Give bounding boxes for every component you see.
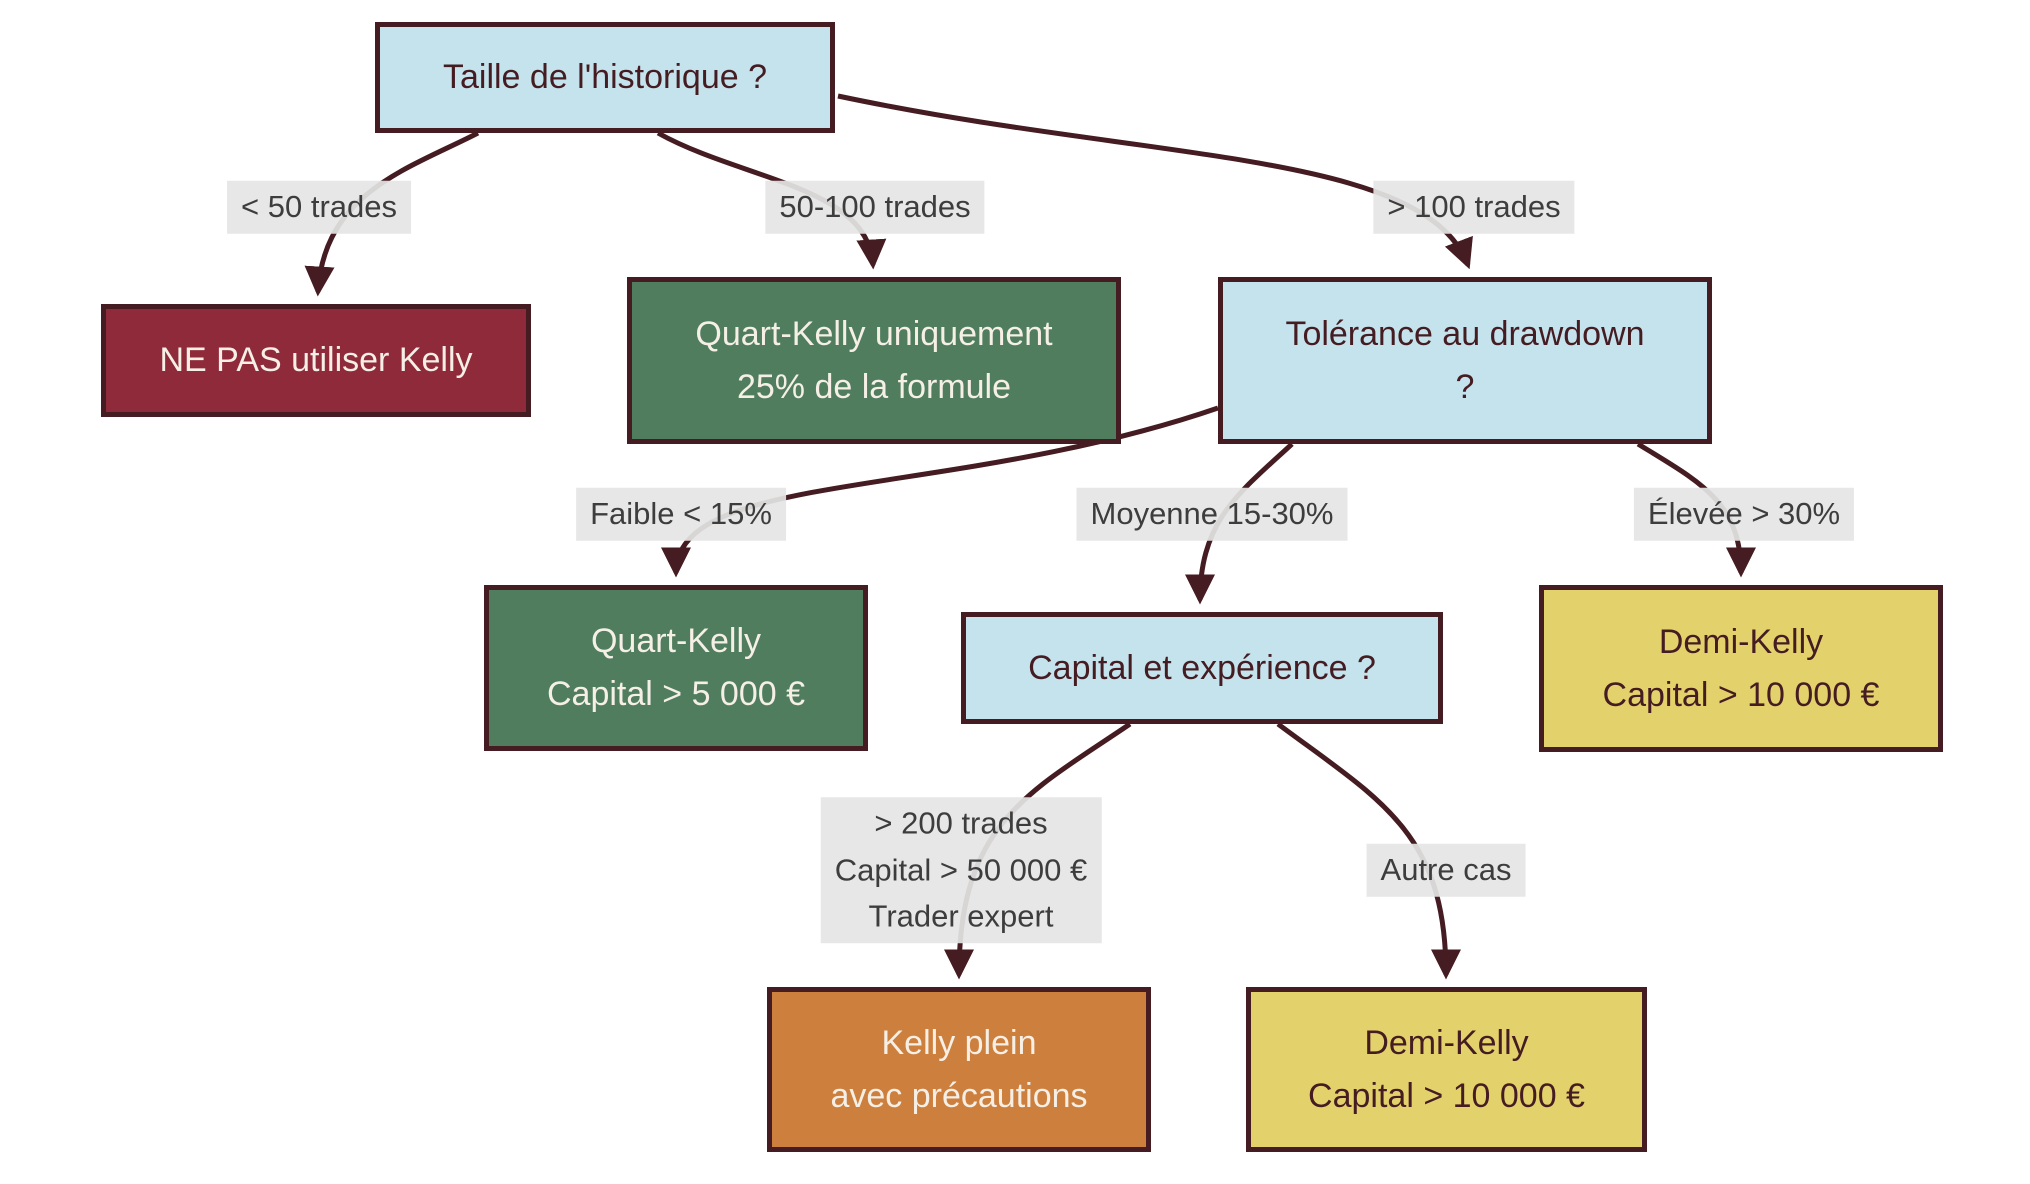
edge-label-text-line-3: Trader expert: [868, 898, 1054, 934]
node-label-line-2: Capital > 10 000 €: [1602, 675, 1880, 714]
edge-label-gt-100-trades: > 100 trades: [1373, 180, 1575, 234]
edge-label-expert-conditions: > 200 trades Capital > 50 000 € Trader e…: [820, 797, 1102, 943]
node-label-line-2: 25% de la formule: [736, 367, 1012, 406]
node-half-kelly-other-case: Demi-Kelly Capital > 10 000 €: [1246, 987, 1647, 1152]
node-label-line-1: Quart-Kelly: [590, 622, 762, 661]
edge-label-text-line-1: > 200 trades: [874, 805, 1048, 841]
node-label-line-2: avec précautions: [830, 1076, 1088, 1115]
node-label-line-1: Quart-Kelly uniquement: [695, 314, 1053, 353]
edge-label-text: Faible < 15%: [590, 495, 772, 531]
edge-label-lt-50-trades: < 50 trades: [227, 180, 411, 234]
node-label: NE PAS utiliser Kelly: [159, 341, 473, 380]
node-label-line-2: ?: [1455, 367, 1475, 406]
edge-label-other-case: Autre cas: [1366, 843, 1526, 897]
node-label: Capital et expérience ?: [1028, 648, 1376, 687]
edge-label-text: Autre cas: [1380, 851, 1512, 887]
node-label-line-1: Kelly plein: [881, 1023, 1037, 1062]
node-label: Taille de l'historique ?: [442, 58, 767, 97]
node-label-line-1: Demi-Kelly: [1364, 1023, 1529, 1062]
edge-label-text-line-2: Capital > 50 000 €: [834, 851, 1088, 887]
edge-label-medium-drawdown: Moyenne 15-30%: [1076, 487, 1348, 541]
node-label-line-2: Capital > 10 000 €: [1308, 1076, 1585, 1115]
edge-label-high-drawdown: Élevée > 30%: [1633, 487, 1855, 541]
edge-label-text: < 50 trades: [241, 188, 397, 224]
node-do-not-use-kelly: NE PAS utiliser Kelly: [101, 304, 531, 417]
edge-label-low-drawdown: Faible < 15%: [576, 487, 786, 541]
edge-label-text: Moyenne 15-30%: [1090, 495, 1334, 531]
edge-label-50-100-trades: 50-100 trades: [765, 180, 985, 234]
edge-label-text: 50-100 trades: [779, 188, 971, 224]
node-half-kelly-high-tolerance: Demi-Kelly Capital > 10 000 €: [1539, 585, 1943, 752]
node-quarter-kelly: Quart-Kelly Capital > 5 000 €: [484, 585, 868, 751]
node-label-line-1: Demi-Kelly: [1658, 622, 1824, 661]
node-label-line-1: Tolérance au drawdown: [1285, 314, 1645, 353]
node-label-line-2: Capital > 5 000 €: [546, 675, 806, 713]
node-quarter-kelly-only: Quart-Kelly uniquement 25% de la formule: [627, 277, 1121, 444]
edge-label-text: > 100 trades: [1387, 188, 1561, 224]
node-full-kelly: Kelly plein avec précautions: [767, 987, 1151, 1152]
node-drawdown-tolerance-question: Tolérance au drawdown ?: [1218, 277, 1712, 444]
node-root-question: Taille de l'historique ?: [375, 22, 835, 133]
node-capital-experience-question: Capital et expérience ?: [961, 612, 1443, 724]
edge-label-text: Élevée > 30%: [1647, 495, 1841, 531]
edge-capital-to-half-kelly-other: [1276, 721, 1461, 980]
